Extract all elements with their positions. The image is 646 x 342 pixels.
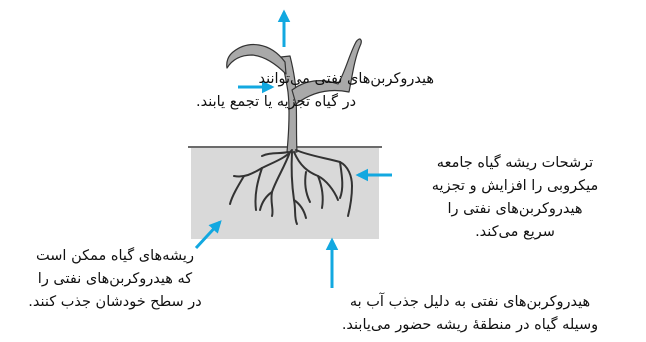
label-line: میکروبی را افزایش و تجزیه bbox=[398, 175, 632, 198]
label-root-exudates: ترشحات ریشه گیاه جامعه میکروبی را افزایش… bbox=[398, 152, 632, 244]
label-line: در سطح خودشان جذب کنند. bbox=[2, 291, 228, 314]
label-line: ریشه‌های گیاه ممکن است bbox=[2, 245, 228, 268]
label-line: هیدروکربن‌های نفتی را bbox=[398, 198, 632, 221]
label-line: وسیله گیاه در منطقهٔ ریشه حضور می‌یابند. bbox=[300, 314, 640, 337]
label-water-uptake: هیدروکربن‌های نفتی به دلیل جذب آب به وسی… bbox=[300, 291, 640, 337]
label-line: که هیدروکربن‌های نفتی را bbox=[2, 268, 228, 291]
label-line: هیدروکربن‌های نفتی می‌توانند bbox=[196, 68, 434, 91]
label-line: در گیاه تجزیه یا تجمع یابند. bbox=[196, 91, 434, 114]
label-root-adsorption: ریشه‌های گیاه ممکن است که هیدروکربن‌های … bbox=[2, 245, 228, 314]
label-uptake-in-plant: هیدروکربن‌های نفتی می‌توانند در گیاه تجز… bbox=[196, 68, 434, 114]
label-line: ترشحات ریشه گیاه جامعه bbox=[398, 152, 632, 175]
label-line: سریع می‌کند. bbox=[398, 221, 632, 244]
label-line: هیدروکربن‌های نفتی به دلیل جذب آب به bbox=[300, 291, 640, 314]
